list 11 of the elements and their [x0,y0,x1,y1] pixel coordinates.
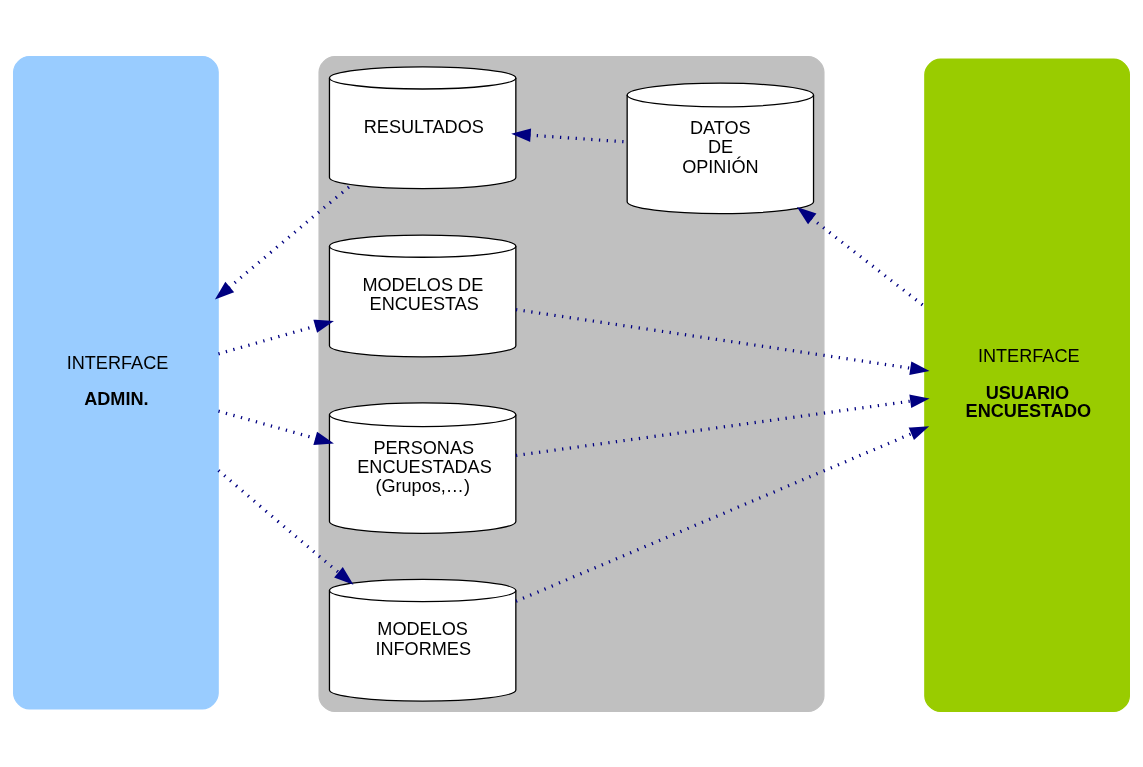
arrow [218,409,334,445]
arrow [218,319,334,355]
arrow [515,393,930,457]
arrow [214,184,351,300]
node-box: INTERFACE USUARIO ENCUESTADO [924,57,1130,712]
arrow [796,206,926,308]
node-box: INTERFACE ADMIN. [13,55,219,710]
arrow [217,468,354,585]
arrow [515,425,930,603]
arrow [515,307,930,375]
cluster [318,55,825,712]
